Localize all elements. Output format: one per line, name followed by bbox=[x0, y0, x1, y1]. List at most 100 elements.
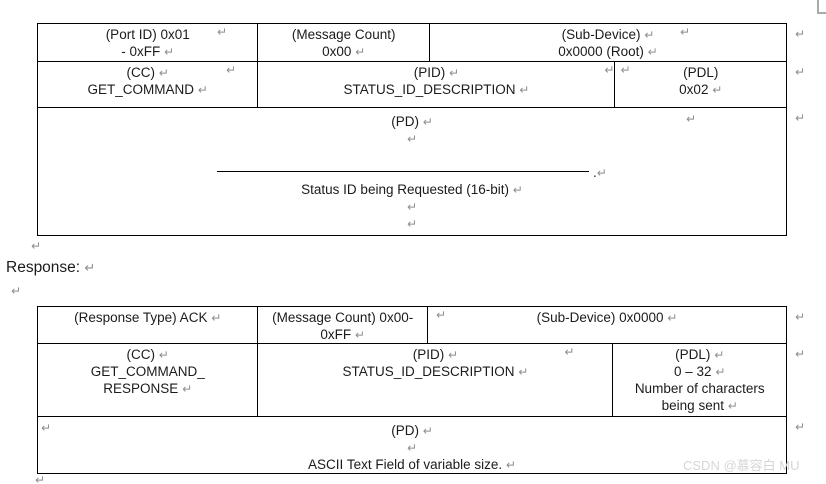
cell-line: Number of characters bbox=[613, 380, 786, 397]
line-break-mark-icon: ↵ bbox=[354, 328, 365, 342]
line-break-mark-icon: ↵ bbox=[518, 365, 529, 379]
response-label: Response: bbox=[6, 259, 85, 276]
cell-text: (Message Count) bbox=[291, 27, 396, 42]
message-count-cell: (Message Count)0x00 ↵ bbox=[257, 24, 429, 61]
cell-text: Number of characters bbox=[634, 381, 765, 396]
cell-line: STATUS_ID_DESCRIPTION ↵ bbox=[258, 81, 614, 98]
line-break-mark-icon: ↵ bbox=[158, 66, 169, 80]
line-break-mark-icon: ↵ bbox=[406, 132, 418, 146]
cell-text: Status ID being Requested (16-bit) bbox=[301, 182, 513, 197]
cell-line: (Message Count) bbox=[258, 26, 429, 43]
line-break-mark-icon: ↵ bbox=[794, 65, 805, 79]
line-break-mark-icon: ↵ bbox=[217, 25, 228, 39]
cell-line: (PDL) bbox=[615, 64, 786, 81]
line-break-mark-icon: ↵ bbox=[604, 63, 615, 77]
paragraph-mark-icon: ↵ bbox=[11, 284, 22, 298]
cell-text: (CC) bbox=[126, 347, 159, 362]
cell-line: (PDL) ↵ bbox=[613, 346, 786, 363]
cell-line: being sent ↵ bbox=[613, 397, 786, 414]
pdl-cell: (PDL)0x02 ↵↵ bbox=[614, 62, 786, 107]
cell-line: (PD) ↵ bbox=[38, 113, 786, 130]
cell-text: 0x00 bbox=[322, 44, 356, 59]
line-break-mark-icon: ↵ bbox=[355, 45, 366, 59]
line-break-mark-icon: ↵ bbox=[406, 200, 418, 214]
cell-text: 0xFF bbox=[320, 327, 355, 342]
cell-line: 0xFF ↵ bbox=[258, 326, 427, 343]
table-row: (PD) ↵↵ .↵Status ID being Requested (16-… bbox=[38, 108, 805, 235]
cc-cell: (CC) ↵GET_COMMAND ↵↵ bbox=[38, 62, 257, 107]
line-break-mark-icon: ↵ bbox=[422, 115, 433, 129]
line-break-mark-icon: ↵ bbox=[519, 83, 530, 97]
cell-line: ↵ bbox=[38, 215, 786, 232]
cell-line: (Port ID) 0x01 bbox=[38, 26, 257, 43]
cell-text: RESPONSE bbox=[103, 381, 183, 396]
cc-cell: (CC) ↵GET_COMMAND_RESPONSE ↵ bbox=[38, 344, 257, 416]
cell-text: (PID) bbox=[412, 347, 449, 362]
line-break-mark-icon: ↵ bbox=[406, 217, 418, 231]
line-break-mark-icon: ↵ bbox=[164, 45, 175, 59]
cell-text: 0 – 32 bbox=[674, 364, 716, 379]
cell-text: (Sub-Device) bbox=[561, 27, 645, 42]
cell-line: GET_COMMAND_ bbox=[38, 363, 257, 380]
underline-rule bbox=[217, 164, 590, 172]
cell-text: (PID) bbox=[413, 65, 450, 80]
cell-line: RESPONSE ↵ bbox=[38, 380, 257, 397]
cell-line: Status ID being Requested (16-bit) ↵ bbox=[38, 181, 786, 198]
cell-text: (PD) bbox=[391, 423, 423, 438]
line-break-mark-icon: ↵ bbox=[564, 345, 575, 359]
line-break-mark-icon: ↵ bbox=[406, 441, 418, 455]
port-id-cell: (Port ID) 0x01- 0xFF ↵↵ bbox=[38, 24, 257, 61]
cell-text: (PDL) bbox=[675, 347, 715, 362]
line-break-mark-icon: ↵ bbox=[794, 347, 805, 361]
response-table: (Response Type) ACK ↵(Message Count) 0x0… bbox=[37, 306, 805, 474]
response-type-cell: (Response Type) ACK ↵ bbox=[38, 307, 257, 343]
line-break-mark-icon: ↵ bbox=[679, 25, 691, 39]
cell-line: (PD) ↵ bbox=[38, 422, 786, 439]
request-table: (Port ID) 0x01- 0xFF ↵↵(Message Count)0x… bbox=[37, 23, 805, 236]
cell-text: (Sub-Device) 0x0000 bbox=[536, 310, 668, 325]
line-break-mark-icon: ↵ bbox=[727, 399, 738, 413]
line-break-mark-icon: ↵ bbox=[596, 166, 607, 180]
paragraph-mark-icon: ↵ bbox=[35, 473, 46, 484]
sub-device-cell: (Sub-Device) ↵0x0000 (Root) ↵ ↵ bbox=[428, 24, 786, 61]
message-count-cell: (Message Count) 0x00-0xFF ↵ bbox=[257, 307, 427, 343]
line-break-mark-icon: ↵ bbox=[667, 311, 678, 325]
cell-line: .↵ bbox=[38, 164, 786, 181]
cell-text: STATUS_ID_DESCRIPTION bbox=[343, 82, 520, 97]
table-row: (Port ID) 0x01- 0xFF ↵↵(Message Count)0x… bbox=[38, 24, 805, 62]
cell-text: (PD) bbox=[391, 114, 423, 129]
table-row: (CC) ↵GET_COMMAND_RESPONSE ↵(PID) ↵STATU… bbox=[38, 344, 805, 417]
line-break-mark-icon: ↵ bbox=[197, 83, 208, 97]
line-break-mark-icon: ↵ bbox=[505, 458, 516, 472]
line-break-mark-icon: ↵ bbox=[647, 45, 658, 59]
pd-cell-request: (PD) ↵↵ .↵Status ID being Requested (16-… bbox=[38, 108, 786, 235]
cell-text: 0x02 bbox=[679, 82, 713, 97]
cell-line: ↵ bbox=[38, 439, 786, 456]
line-break-mark-icon: ↵ bbox=[435, 308, 447, 322]
table-row: (Response Type) ACK ↵(Message Count) 0x0… bbox=[38, 307, 805, 344]
cell-text: being sent bbox=[661, 398, 728, 413]
cell-line: 0x00 ↵ bbox=[258, 43, 429, 60]
line-break-mark-icon: ↵ bbox=[449, 66, 460, 80]
cell-text: (PDL) bbox=[683, 65, 719, 80]
cell-line: (Sub-Device) ↵ bbox=[430, 26, 786, 43]
cell-line: 0x02 ↵ bbox=[615, 81, 786, 98]
pid-cell: (PID) ↵STATUS_ID_DESCRIPTION ↵↵ bbox=[257, 62, 614, 107]
line-break-mark-icon: ↵ bbox=[715, 365, 726, 379]
line-break-mark-icon: ↵ bbox=[158, 348, 169, 362]
line-break-mark-icon: ↵ bbox=[512, 183, 523, 197]
cell-text: 0x0000 (Root) bbox=[558, 44, 648, 59]
line-break-mark-icon: ↵ bbox=[686, 112, 697, 126]
cell-line: (CC) ↵ bbox=[38, 64, 257, 81]
line-break-mark-icon: ↵ bbox=[41, 421, 52, 435]
pid-cell: (PID) ↵STATUS_ID_DESCRIPTION ↵↵ bbox=[257, 344, 612, 416]
cell-text: STATUS_ID_DESCRIPTION bbox=[342, 364, 519, 379]
cell-line: GET_COMMAND ↵ bbox=[38, 81, 257, 98]
cell-line: 0 – 32 ↵ bbox=[613, 363, 786, 380]
cell-text: GET_COMMAND bbox=[87, 82, 198, 97]
line-break-mark-icon: ↵ bbox=[182, 382, 193, 396]
table-row: (CC) ↵GET_COMMAND ↵↵(PID) ↵STATUS_ID_DES… bbox=[38, 62, 805, 108]
line-break-mark-icon: ↵ bbox=[794, 310, 805, 324]
pd-cell-response: (PD) ↵↵ASCII Text Field of variable size… bbox=[38, 417, 786, 473]
